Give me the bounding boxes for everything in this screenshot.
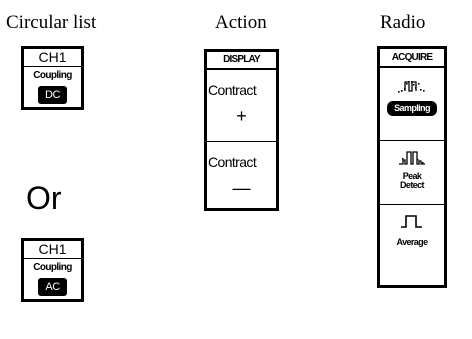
- radio-option-sampling[interactable]: Sampling: [380, 77, 444, 140]
- coupling-dc-panel[interactable]: CH1 Coupling DC: [21, 46, 84, 110]
- average-waveform-icon: [401, 215, 422, 228]
- plus-sign: +: [236, 106, 247, 126]
- peak-detect-label: Peak Detect: [380, 172, 444, 190]
- detect-label-line: Detect: [400, 180, 425, 190]
- coupling-value-ac: AC: [38, 278, 67, 296]
- radio-option-peak-detect[interactable]: Peak Detect: [380, 140, 444, 204]
- heading-circular-list: Circular list: [6, 12, 97, 33]
- acquire-title: ACQUIRE: [380, 49, 444, 68]
- contract-label: Contract: [208, 82, 257, 98]
- display-title: DISPLAY: [207, 52, 276, 70]
- sampling-label: Sampling: [387, 101, 437, 116]
- contract-plus-button[interactable]: Contract +: [207, 70, 276, 141]
- coupling-label: Coupling: [33, 70, 72, 81]
- acquire-radio-panel: ACQUIRE Sampling Peak Detect: [377, 46, 447, 288]
- contract-label: Contract: [208, 154, 257, 170]
- or-separator: Or: [26, 180, 62, 216]
- coupling-value-dc: DC: [38, 86, 67, 104]
- coupling-label: Coupling: [33, 262, 72, 273]
- peak-label-line: Peak: [402, 171, 422, 181]
- coupling-ac-panel[interactable]: CH1 Coupling AC: [21, 238, 84, 302]
- contract-minus-button[interactable]: Contract —: [207, 141, 276, 213]
- peak-detect-waveform-icon: [399, 151, 425, 165]
- minus-sign: —: [232, 178, 251, 198]
- channel-label: CH1: [24, 241, 81, 259]
- channel-label: CH1: [24, 49, 81, 67]
- sampling-waveform-icon: [398, 81, 425, 93]
- heading-radio: Radio: [380, 12, 426, 33]
- heading-action: Action: [215, 12, 267, 33]
- average-label: Average: [396, 237, 429, 247]
- radio-option-average[interactable]: Average: [380, 204, 444, 268]
- display-action-panel: DISPLAY Contract + Contract —: [204, 49, 279, 211]
